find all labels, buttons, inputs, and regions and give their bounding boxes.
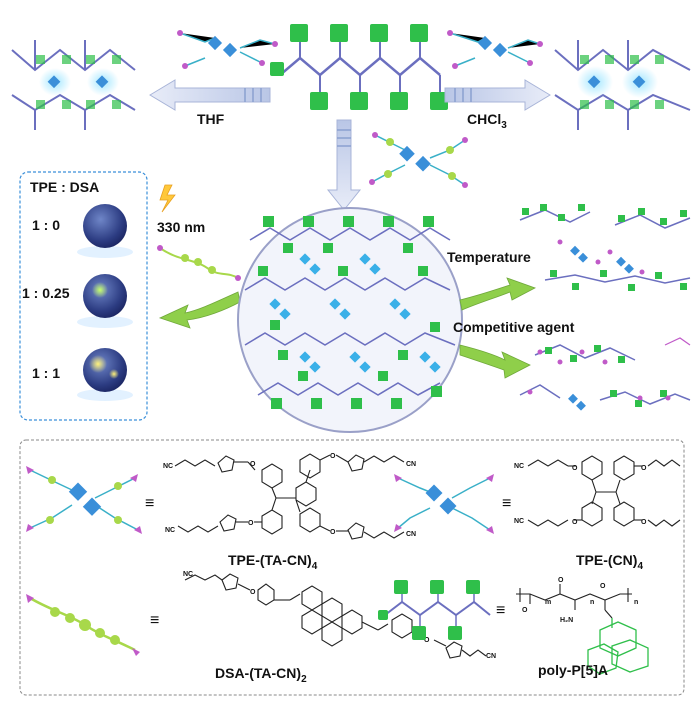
tpe-crosslinker-top-left [177, 30, 278, 69]
svg-text:m: m [545, 599, 551, 606]
svg-text:NC: NC [163, 463, 173, 470]
arrow-down-center [326, 119, 362, 211]
svg-text:O: O [248, 520, 254, 527]
nanosphere-2 [77, 274, 133, 328]
disassembled-chains-temperature [519, 204, 691, 291]
svg-text:O: O [572, 519, 578, 526]
svg-text:O: O [572, 465, 578, 472]
equiv-4: ≡ [496, 602, 505, 619]
nanosphere-1 [77, 204, 133, 258]
legend-poly-icon [378, 580, 491, 640]
network-thf [11, 40, 136, 130]
tpe-crosslinker-top-right [447, 30, 543, 69]
central-network [237, 207, 463, 433]
svg-text:NC: NC [183, 571, 193, 578]
nanosphere-3 [77, 348, 133, 401]
green-arrow-left [158, 291, 241, 329]
svg-text:O: O [641, 519, 647, 526]
arrow-to-chcl3 [444, 79, 551, 111]
structure-dsa [184, 573, 487, 659]
tpe-ta-cn-icon-mid [369, 132, 468, 188]
structure-poly [516, 584, 632, 619]
label-chcl3: CHCl3 [467, 111, 507, 131]
svg-text:O: O [558, 577, 564, 584]
equiv-1: ≡ [145, 495, 154, 512]
svg-text:O: O [330, 529, 336, 536]
svg-text:n: n [590, 599, 594, 606]
disassembled-chains-competitive [519, 337, 691, 411]
equiv-3: ≡ [150, 612, 159, 629]
structure-tpe-ta-cn [174, 453, 405, 540]
label-tpe-ta-cn: TPE-(TA-CN)4 [228, 552, 318, 572]
poly-p5a-pillararene [587, 618, 649, 675]
svg-text:n: n [634, 599, 638, 606]
svg-text:O: O [424, 637, 430, 644]
lightning-icon [159, 184, 176, 213]
svg-text:NC: NC [165, 527, 175, 534]
svg-text:O: O [600, 583, 606, 590]
svg-text:O: O [250, 461, 256, 468]
tpe-cn-atoms: NC NC O O O O [514, 463, 647, 526]
tpe-ta-cn-atoms: NC NC CN CN O O O O [163, 453, 416, 538]
label-poly-p5a: poly-P[5]A [538, 662, 608, 678]
dsa-icon-left [157, 245, 241, 281]
svg-text:O: O [330, 453, 336, 460]
legend-tpe-cn-icon [394, 474, 494, 534]
poly-atoms: O O H₂N O m n n [522, 577, 638, 624]
label-dsa-ta-cn: DSA-(TA-CN)2 [215, 665, 307, 685]
svg-text:O: O [641, 465, 647, 472]
svg-text:NC: NC [514, 463, 524, 470]
ratio-3: 1 : 1 [32, 365, 60, 381]
svg-text:NC: NC [514, 518, 524, 525]
ratio-1: 1 : 0 [32, 217, 60, 233]
excitation-label: 330 nm [157, 219, 205, 235]
label-tpe-cn: TPE-(CN)4 [576, 552, 643, 572]
network-chcl3 [554, 40, 691, 130]
svg-text:O: O [250, 589, 256, 596]
green-arrow-temperature [459, 277, 536, 311]
dsa-atoms: NC O O CN [183, 571, 496, 660]
legend-panel [19, 439, 685, 696]
structure-tpe-cn [527, 455, 681, 527]
svg-text:CN: CN [406, 461, 416, 468]
svg-text:CN: CN [486, 653, 496, 660]
legend-dsa-icon [26, 594, 140, 656]
svg-text:O: O [522, 607, 528, 614]
label-temperature: Temperature [447, 249, 531, 265]
svg-text:H₂N: H₂N [560, 617, 573, 624]
ratio-2: 1 : 0.25 [22, 285, 70, 301]
svg-text:CN: CN [406, 531, 416, 538]
polymer-ppa [270, 24, 448, 110]
panel-emission: TPE : DSA 1 : 0 1 : 0.25 1 : 1 [19, 171, 148, 421]
label-thf: THF [197, 111, 225, 127]
arrow-to-thf [149, 79, 271, 111]
green-arrow-competitive [459, 344, 531, 379]
panel-title: TPE : DSA [30, 179, 99, 195]
legend-tpe-ta-cn-icon [26, 466, 142, 534]
label-competitive: Competitive agent [453, 319, 575, 335]
equiv-2: ≡ [502, 495, 511, 512]
